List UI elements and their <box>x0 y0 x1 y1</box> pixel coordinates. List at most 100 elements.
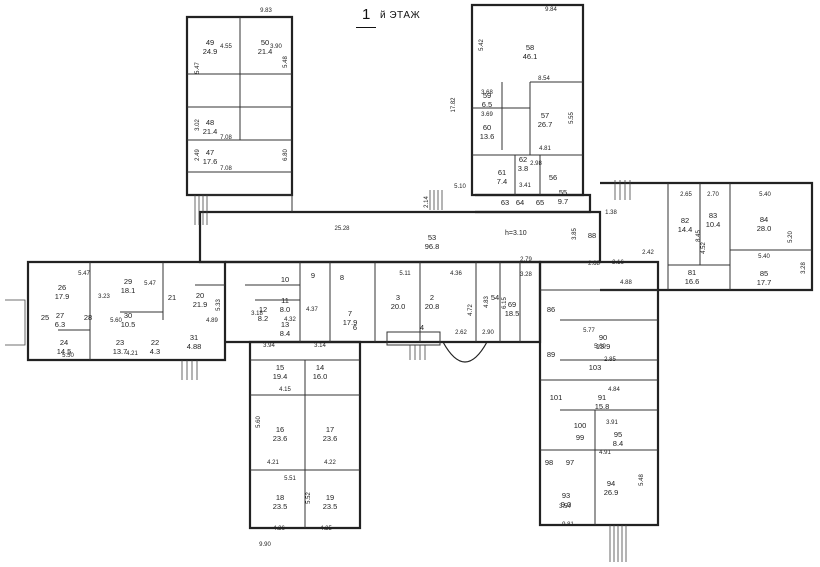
dimension-label: 4.83 <box>484 296 490 308</box>
room-area: 18.1 <box>121 286 136 295</box>
room-99: 99 <box>576 433 584 442</box>
room-area: 9.7 <box>558 197 568 206</box>
room-number: 83 <box>709 211 717 220</box>
room-4: 4 <box>420 323 424 332</box>
corridor-height: h=3.10 <box>505 230 527 237</box>
room-number: 9 <box>311 271 315 280</box>
room-31: 314.88 <box>187 333 202 351</box>
room-62: 623.8 <box>518 155 528 173</box>
dimension-label: 4.72 <box>468 304 474 316</box>
room-number: 88 <box>588 231 596 240</box>
dimension-label: 3.28 <box>801 262 807 274</box>
dimension-label: 1.38 <box>605 210 617 216</box>
dimension-label: 5.69 <box>594 344 606 350</box>
dimension-label: 2.62 <box>455 330 467 336</box>
room-number: 65 <box>536 198 544 207</box>
room-number: 18 <box>276 493 284 502</box>
room-area: 13.7 <box>113 347 128 356</box>
dimension-label: 4.36 <box>450 271 462 277</box>
room-13: 138.4 <box>280 320 290 338</box>
dimension-label: 9.84 <box>545 7 557 13</box>
room-number: 26 <box>58 283 66 292</box>
room-65: 65 <box>536 198 544 207</box>
room-22: 224.3 <box>150 338 160 356</box>
dimension-label: 4.52 <box>701 242 707 254</box>
room-number: 10 <box>281 275 289 284</box>
room-number: 2 <box>430 293 434 302</box>
room-area: 17.7 <box>757 278 772 287</box>
room-number: 14 <box>316 363 324 372</box>
room-number: 82 <box>681 216 689 225</box>
floor-title: 1 й ЭТАЖ <box>338 6 478 28</box>
room-12: 128.2 <box>258 305 268 323</box>
dimension-label: 3.54 <box>559 504 571 510</box>
dimension-label: 2.79 <box>520 257 532 263</box>
room-area: 18.5 <box>505 309 520 318</box>
room-number: 24 <box>60 338 68 347</box>
room-area: 4.88 <box>187 342 202 351</box>
room-number: 99 <box>576 433 584 442</box>
dimension-label: 2.14 <box>424 196 430 208</box>
room-number: 15 <box>276 363 284 372</box>
room-9: 9 <box>311 271 315 280</box>
dimension-label: 4.22 <box>324 460 336 466</box>
room-number: 16 <box>276 425 284 434</box>
dimension-label: 3.14 <box>314 343 326 349</box>
dimension-label: 3.23 <box>98 294 110 300</box>
dimension-label: 9.90 <box>259 542 271 548</box>
room-area: 8.0 <box>280 305 290 314</box>
room-number: 81 <box>688 268 696 277</box>
room-56: 56 <box>549 173 557 182</box>
room-area: 16.0 <box>313 372 328 381</box>
room-number: 6 <box>353 323 357 332</box>
dimension-label: 2.90 <box>482 330 494 336</box>
room-63: 63 <box>501 198 509 207</box>
dimension-label: 5.48 <box>283 56 289 68</box>
room-area: 13.9 <box>596 342 611 351</box>
dimension-label: 5.10 <box>454 184 466 190</box>
room-6: 6 <box>353 323 357 332</box>
room-number: 20 <box>196 291 204 300</box>
dimension-label: 5.42 <box>479 39 485 51</box>
dimension-label: 8.45 <box>696 230 702 242</box>
room-25: 25 <box>41 313 49 322</box>
floor-number: 1 <box>362 6 371 23</box>
room-number: 61 <box>498 168 506 177</box>
room-area: 20.8 <box>425 302 440 311</box>
room-number: 56 <box>549 173 557 182</box>
dimension-label: 4.88 <box>620 280 632 286</box>
floor-number-underline <box>356 27 376 28</box>
room-area: 19.4 <box>273 372 288 381</box>
room-3: 320.0 <box>391 293 406 311</box>
room-area: 6.3 <box>55 320 65 329</box>
room-number: 63 <box>501 198 509 207</box>
room-number: 4 <box>420 323 424 332</box>
room-number: 97 <box>566 458 574 467</box>
room-number: 93 <box>562 491 570 500</box>
dimension-label: 9.81 <box>562 522 574 528</box>
dimension-label: 7.08 <box>220 166 232 172</box>
room-54: 54 <box>491 293 499 302</box>
room-number: 57 <box>541 111 549 120</box>
dimension-label: 4.84 <box>608 387 620 393</box>
room-area: 21.9 <box>193 300 208 309</box>
dimension-label: 5.33 <box>216 299 222 311</box>
dimension-label: 5.77 <box>583 328 595 334</box>
